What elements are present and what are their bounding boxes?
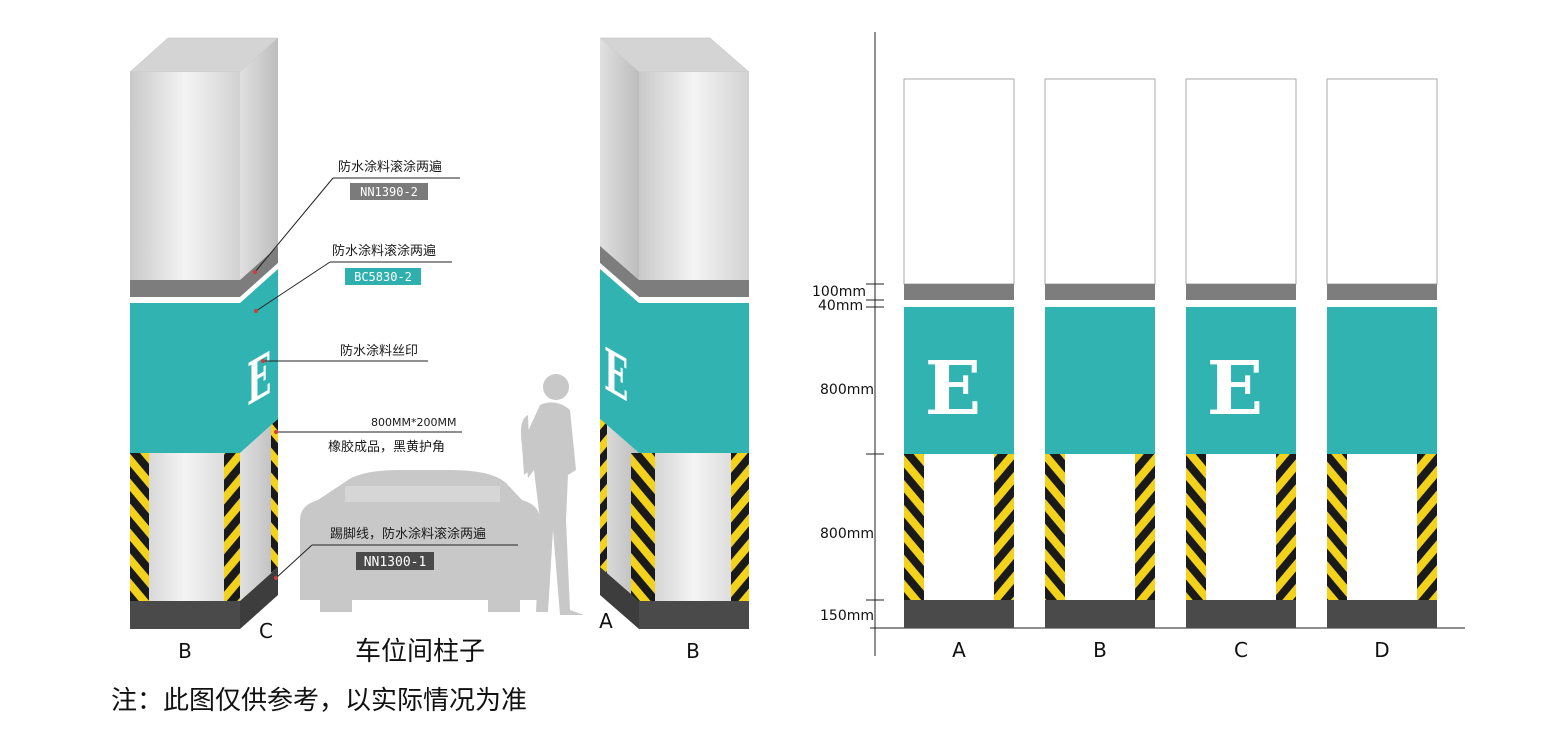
elevation-column-d: D [1326,78,1438,662]
left-pillar: E [129,37,279,629]
left-hazard-1 [130,453,149,601]
right-base [639,601,749,629]
callout-5: 踢脚线，防水涂料滚涂两遍 NN1300-1 [274,526,518,580]
callout-3: 防水涂料丝印 [261,343,428,363]
left-pillar-side-upper [240,38,278,280]
right-pillar-side-lower [600,419,639,601]
dim-800mm-1: 800mm [820,382,874,398]
callout-1: 防水涂料滚涂两遍 NN1390-2 [253,159,460,274]
dim-40mm: 40mm [818,298,863,314]
right-hazard-3 [731,453,749,601]
callout-3-label: 防水涂料丝印 [340,343,418,359]
left-base-side [240,567,278,629]
right-teal-band-side [600,269,639,453]
left-hazard-3 [271,419,278,573]
elevation-column-c: E C [1185,78,1297,662]
elevation-label-b: B [1093,638,1107,662]
right-grey-band-side [600,246,639,297]
right-pillar-front-lower [639,453,749,601]
callout-1-label: 防水涂料滚涂两遍 [338,159,442,175]
right-hazard-2 [631,453,655,601]
callout-4-size: 800MM*200MM [371,416,456,429]
callout-1-code: NN1390-2 [360,185,418,199]
right-hazard-1 [600,419,607,573]
face-label-c: C [259,619,273,643]
left-pillar-front-upper [130,72,240,280]
left-teal-band-side [240,269,278,453]
callout-2-code: BC5830-2 [354,270,412,284]
face-label-b-left: B [178,639,192,663]
diagram-title: 车位间柱子 [355,637,485,667]
callout-4: 800MM*200MM 橡胶成品，黑黄护角 [274,416,462,455]
callout-4-label: 橡胶成品，黑黄护角 [328,439,445,455]
dim-150mm: 150mm [820,608,874,624]
elevation-label-c: C [1234,638,1248,662]
dim-800mm-2: 800mm [820,526,874,542]
callout-2-label: 防水涂料滚涂两遍 [332,243,436,259]
elevation-column-b: B [1044,78,1156,662]
dim-100mm: 100mm [812,284,866,300]
left-base [130,601,240,629]
face-label-a: A [599,609,613,633]
right-white-stripe [639,297,749,303]
elevation-letter-c: E [1207,346,1263,432]
callout-2: 防水涂料滚涂两遍 BC5830-2 [254,243,452,313]
right-white-stripe-side [600,263,639,303]
right-base-side [600,567,639,629]
callout-5-code: NN1300-1 [364,555,427,570]
elevation-label-a: A [952,638,966,662]
right-face-letter: E [604,334,628,416]
left-face-letter: E [247,338,271,420]
elevation-label-d: D [1374,638,1389,662]
person-silhouette-icon [520,374,584,615]
elevation-column-a: E A [903,78,1015,662]
left-grey-band [130,280,240,297]
elevation-letter-a: E [925,346,981,432]
right-pillar-side-upper [600,38,639,280]
car-silhouette-icon [300,470,540,612]
left-white-stripe [130,297,240,303]
left-teal-band [130,303,240,453]
left-grey-band-side [240,246,278,297]
right-teal-band [639,303,749,453]
elevation-view: 100mm 40mm 800mm 800mm 150mm E A B [812,32,1465,662]
right-pillar: E [599,37,750,629]
right-pillar-front-upper [639,72,749,280]
callout-5-label: 踢脚线，防水涂料滚涂两遍 [330,526,486,542]
left-white-stripe-side [240,263,278,303]
footer-note: 注：此图仅供参考，以实际情况为准 [111,686,527,716]
left-pillar-side-lower [240,419,278,601]
face-label-b-right: B [686,639,700,663]
right-grey-band [639,280,749,297]
